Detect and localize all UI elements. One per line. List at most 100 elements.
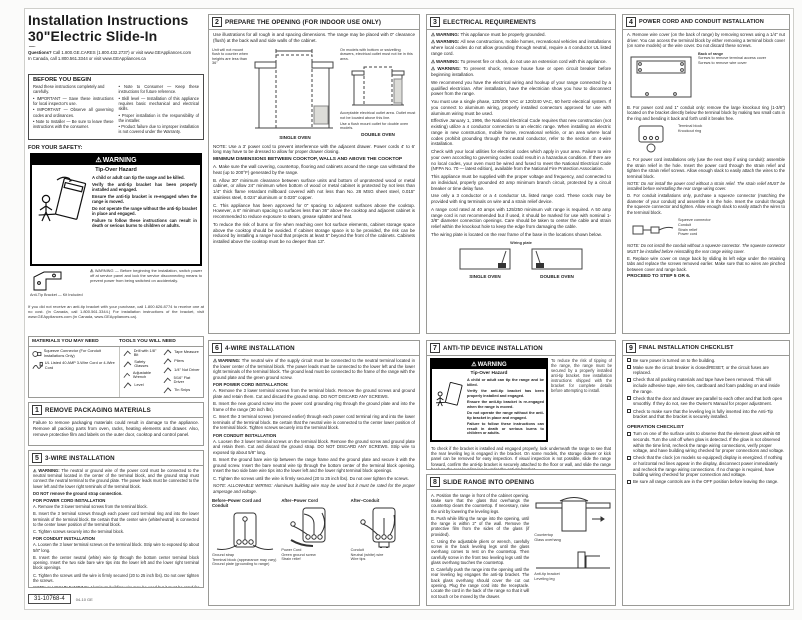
step: B. Insert the new ground screw into the … [213,401,415,412]
step: B. Insert the 3 terminal screws through … [33,511,199,527]
warning-bullet: Failure to follow these instructions can… [467,421,544,436]
figure-label: Conduit [678,223,692,228]
step: B. Insert the center neutral (white) wir… [33,554,199,571]
tool-item: 1/4" Nut Driver [163,367,200,374]
step: B. Insert the ground bare wire tip betwe… [213,457,415,473]
terminal-block-knockout-diagram [638,125,664,153]
step: A. Remove the 3 lower terminal screws fr… [213,388,415,399]
wiring-plate-label: Wiring plate [510,240,532,245]
tool-icon [163,358,172,365]
paragraph: The wiring plate is located on the rear … [431,231,602,237]
warning-bullet: Ensure the anti-tip bracket is re-engage… [92,193,197,204]
materials-tools-box: MATERIALS YOU MAY NEED TOOLS YOU WILL NE… [28,336,204,398]
squeeze-connector-note: NOTE: Do not install the conduit without… [627,243,785,254]
countertop-glass-overhang-diagram [535,497,611,532]
section-number: 6 [212,343,222,353]
step: C. For power cord installations only (us… [627,157,785,179]
tool-item: Level [123,382,160,389]
section-title: 3-WIRE INSTALLATION [45,454,115,462]
range-cord-icon [32,361,43,369]
byb-intro: Read these instructions completely and c… [33,84,105,95]
warning-icon: ⚠ [431,66,437,72]
warning-paragraph: ⚠WARNING: To prevent fire or shock, do n… [431,58,607,64]
byb-item: Note to Consumer — Keep these instructio… [119,84,200,94]
tip-over-warning-box: ⚠WARNING Tip-Over Hazard A child or adul… [30,153,202,266]
wiring-note: NOTE: ALLOWABLE WIRING: Aluminum buildin… [33,584,199,588]
step: C. Tighten the screws until the wire is … [33,572,199,583]
checklist-item: Check that the clock (on models so equip… [627,455,785,478]
tool-item: Pliers [163,358,200,365]
section-number: 8 [430,477,440,487]
ground-strap-note: DO NOT remove the ground strap connectio… [33,490,123,496]
figure-caption: DOUBLE OVEN [361,131,395,137]
warning-bullet: Do not operate the range without the ant… [92,205,197,216]
checklist-item: Be sure power is turned on to the buildi… [627,358,785,364]
warning-bullet: A child or adult can tip the range and b… [467,378,544,387]
byb-item: Note to Installer — Be sure to leave the… [33,119,114,129]
byb-item: Product failure due to improper installa… [119,124,200,134]
tool-icon [123,361,132,368]
section-body: Failure to remove packaging materials co… [33,420,199,437]
material-item: Squeeze Connector (For Conduit Installat… [32,348,116,359]
figure-label: Neutral (white) wire [350,552,384,557]
figure-caption: DOUBLE OVEN [540,274,574,280]
cabinet-label-left: Unit will not mount flush to counter whe… [212,47,249,66]
checkbox-icon [627,479,631,484]
section-number: 1 [32,405,42,415]
before-you-begin-title: BEFORE YOU BEGIN [33,77,92,83]
warning-bullet: Do not operate the range without the ant… [467,410,544,420]
service-panel-warning: ⚠WARNING — Before beginning the installa… [90,269,202,283]
figure-label: Ground plate (grounding to range) [212,562,270,567]
paragraph: Effective January 1, 1996, the National … [431,118,611,147]
warning-paragraph: ⚠WARNING: This appliance must be properl… [431,31,546,37]
checkbox-icon [627,431,631,436]
checklist-item: Check that the door and drawer are paral… [627,396,785,407]
tool-item: Safety Glasses [123,359,160,369]
warning-paragraph: ⚠WARNING: All new constructions, mobile … [431,39,611,56]
warning-icon: ⚠ [95,157,102,164]
section-number: 2 [212,17,222,27]
step: B. Push while lifting the range into the… [431,515,530,537]
warning-header: ⚠WARNING [32,155,200,165]
tip-over-warning-box: ⚠WARNING Tip-Over Hazard A child or adul… [430,358,548,442]
anti-tip-bracket-engagement-diagram [536,551,611,569]
figure-label: Power Cord [281,548,302,552]
figure-title: After–Power Cord [281,498,318,503]
after-power-cord-diagram [290,507,326,547]
power-cord-note: NOTE: Use a 3' power cord to prevent int… [213,143,415,155]
step: C. This appliance has been approved for … [213,202,415,220]
warning-icon: ⚠ [431,58,436,64]
checkbox-icon [627,358,631,362]
checkbox-icon [627,377,631,382]
tools-title: TOOLS YOU WILL NEED [119,339,176,344]
tool-icon [163,367,172,374]
tip-over-hazard-illustration [38,176,87,222]
figure-label: Countertop [534,533,554,537]
step: C. Tighten the screws until the wire is … [213,475,409,481]
figure-label: Green ground screw [281,552,316,557]
subhead: MINIMUM DIMENSIONS BETWEEN COOKTOP, WALL… [213,157,403,162]
bracket-caption: Anti-Tip Bracket — Kit Included [30,293,83,297]
closing-paragraph: To reduce the risk of burns or fire when… [213,221,415,244]
anti-tip-body: To check if the bracket is installed and… [431,445,611,470]
paragraph: Check with your local utilities for elec… [431,149,611,172]
warning-bullet: Failure to follow these instructions can… [92,217,197,228]
warning-icon: ⚠ [431,31,436,37]
anti-tip-side-text: To reduce the risk of tipping of the ran… [551,358,612,393]
step: E. Replace wire cover on range back by s… [627,255,785,272]
warning-header: ⚠WARNING [432,360,546,369]
section-title: POWER CORD AND CONDUIT INSTALLATION [639,19,764,25]
tool-icon [123,350,132,357]
figure-label: Wire tips [350,557,366,562]
step: A. Loosen the 3 lower terminal screws on… [33,542,199,553]
section-title: REMOVE PACKAGING MATERIALS [45,406,151,414]
tool-icon [163,349,172,356]
warning-paragraph: ⚠WARNING: The neutral or ground wire of … [33,468,199,489]
figure-label: Strain relief [281,557,301,562]
materials-title: MATERIALS YOU MAY NEED [32,339,99,344]
figure-label: Glass overhang [534,537,561,542]
figure-title: After–Conduit [350,498,380,503]
checklist-item: Check that all packing materials and tap… [627,377,785,394]
